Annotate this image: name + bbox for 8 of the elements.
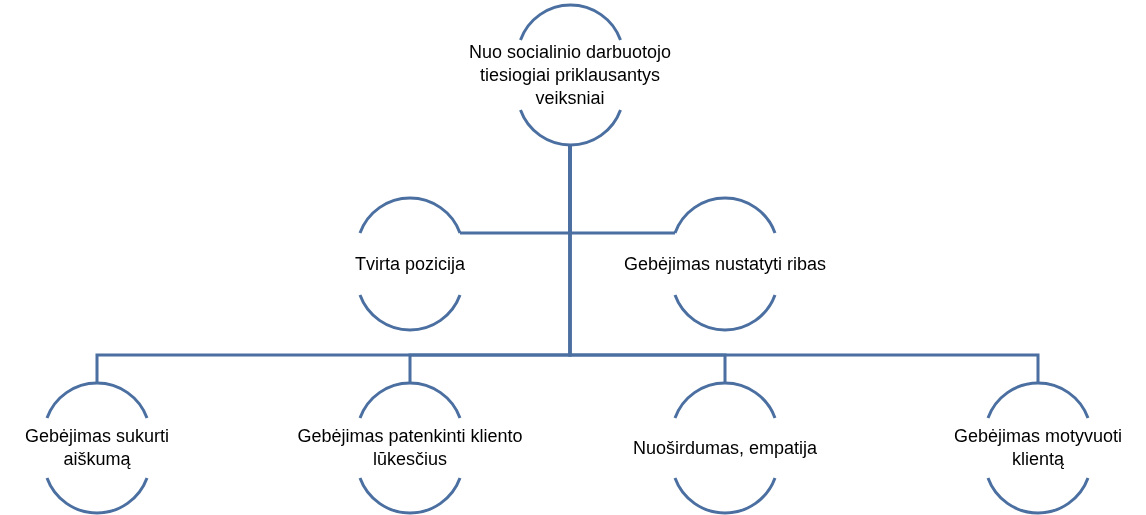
node-label: Gebėjimas motyvuoti klientą (952, 425, 1124, 471)
node-label: Nuoširdumas, empatija (632, 436, 818, 460)
node-label: Tvirta pozicija (355, 252, 465, 276)
node-label: Nuo socialinio darbuotojo tiesiogiai priklausantys veiksniai (467, 40, 673, 110)
node-label: Gebėjimas nustatyti ribas (623, 252, 827, 276)
node-label: Gebėjimas patenkinti kliento lūkesčius (296, 425, 524, 471)
node-label: Gebėjimas sukurti aiškumą (23, 425, 171, 471)
arc-circle-node (295, 383, 525, 513)
